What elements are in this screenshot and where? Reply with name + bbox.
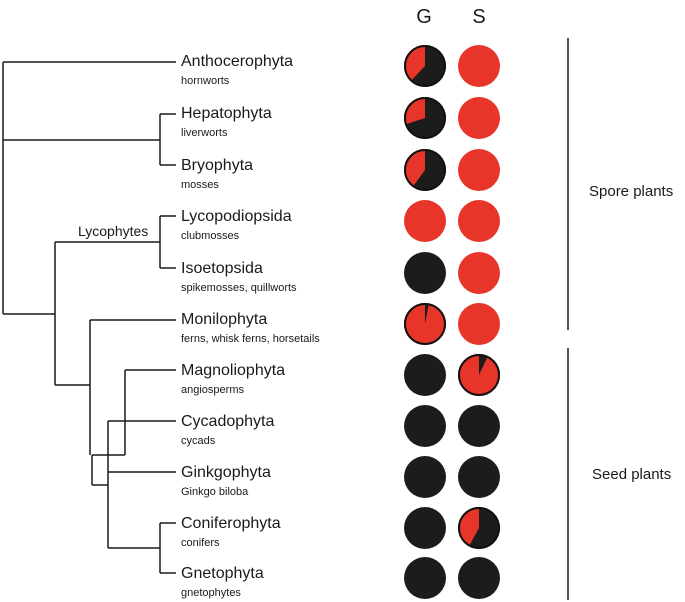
pie-s-gnetophyta-black (458, 557, 500, 599)
taxon-common-isoetopsida: spikemosses, quillworts (181, 282, 297, 294)
taxon-common-cycadophyta: cycads (181, 435, 216, 447)
trait-pie-charts (403, 45, 500, 599)
pie-s-cycadophyta (458, 405, 500, 447)
taxon-name-ginkgophyta: Ginkgophyta (181, 464, 271, 481)
pie-g-coniferophyta-black (404, 507, 446, 549)
taxon-common-hepatophyta: liverworts (181, 127, 228, 139)
column-header-g: G (416, 6, 432, 28)
pie-s-cycadophyta-black (458, 405, 500, 447)
seed-plants-label: Seed plants (592, 466, 671, 483)
pie-g-monilophyta (404, 303, 447, 345)
taxon-common-bryophyta: mosses (181, 179, 219, 191)
pie-g-ginkgophyta-black (404, 456, 446, 498)
pie-g-isoetopsida-black (404, 252, 446, 294)
taxon-name-cycadophyta: Cycadophyta (181, 413, 274, 430)
pie-g-hepatophyta-red (404, 97, 425, 125)
pie-s-gnetophyta (458, 557, 500, 599)
pie-s-anthocerophyta-red (458, 45, 500, 87)
pie-g-gnetophyta (404, 557, 446, 599)
pie-g-bryophyta (404, 149, 446, 191)
pie-g-anthocerophyta-outline (404, 45, 446, 87)
taxon-common-magnoliophyta: angiosperms (181, 384, 244, 396)
pie-s-hepatophyta (458, 97, 500, 139)
pie-s-monilophyta (458, 303, 500, 345)
taxon-name-coniferophyta: Coniferophyta (181, 515, 281, 532)
taxon-common-anthocerophyta: hornworts (181, 75, 230, 87)
pie-g-monilophyta-red (404, 303, 447, 345)
pie-g-coniferophyta (404, 507, 446, 549)
taxon-common-coniferophyta: conifers (181, 537, 220, 549)
pie-g-lycopodiopsida (404, 200, 446, 242)
pie-g-cycadophyta (404, 405, 446, 447)
pie-g-bryophyta-outline (404, 149, 446, 191)
column-header-s: S (472, 6, 485, 28)
pie-s-isoetopsida-red (458, 252, 500, 294)
pie-s-ginkgophyta (458, 456, 500, 498)
spore-plants-label: Spore plants (589, 183, 673, 200)
pie-g-gnetophyta-black (404, 557, 446, 599)
pie-s-coniferophyta (458, 507, 500, 549)
taxon-name-magnoliophyta: Magnoliophyta (181, 362, 285, 379)
taxon-name-isoetopsida: Isoetopsida (181, 260, 263, 277)
phylogenetic-tree (2, 61, 176, 574)
pie-g-ginkgophyta (404, 456, 446, 498)
taxon-name-monilophyta: Monilophyta (181, 311, 267, 328)
lycophytes-clade-label: Lycophytes (78, 223, 148, 239)
taxon-name-hepatophyta: Hepatophyta (181, 105, 272, 122)
pie-s-magnoliophyta-outline (458, 354, 500, 396)
taxon-name-lycopodiopsida: Lycopodiopsida (181, 208, 292, 225)
pie-s-magnoliophyta-red (457, 354, 500, 396)
pie-s-hepatophyta-red (458, 97, 500, 139)
pie-g-magnoliophyta-black (404, 354, 446, 396)
pie-s-bryophyta (458, 149, 500, 191)
pie-s-isoetopsida (458, 252, 500, 294)
pie-g-cycadophyta-black (404, 405, 446, 447)
pie-s-lycopodiopsida-red (458, 200, 500, 242)
taxon-common-ginkgophyta: Ginkgo biloba (181, 486, 249, 498)
taxon-common-monilophyta: ferns, whisk ferns, horsetails (181, 333, 320, 345)
pie-g-hepatophyta-outline (404, 97, 446, 139)
taxon-common-lycopodiopsida: clubmosses (181, 230, 240, 242)
taxon-name-bryophyta: Bryophyta (181, 157, 253, 174)
pie-s-bryophyta-red (458, 149, 500, 191)
pie-s-lycopodiopsida (458, 200, 500, 242)
pie-s-anthocerophyta (458, 45, 500, 87)
pie-g-isoetopsida (404, 252, 446, 294)
pie-s-magnoliophyta (457, 354, 500, 396)
pie-s-ginkgophyta-black (458, 456, 500, 498)
pie-g-lycopodiopsida-red (404, 200, 446, 242)
taxon-common-gnetophyta: gnetophytes (181, 587, 241, 599)
pie-g-hepatophyta (404, 97, 446, 139)
pie-g-monilophyta-outline (404, 303, 446, 345)
pie-g-anthocerophyta (403, 45, 446, 87)
taxon-name-gnetophyta: Gnetophyta (181, 565, 264, 582)
pie-s-monilophyta-red (458, 303, 500, 345)
pie-g-magnoliophyta (404, 354, 446, 396)
pie-s-coniferophyta-outline (458, 507, 500, 549)
taxon-name-anthocerophyta: Anthocerophyta (181, 53, 293, 70)
